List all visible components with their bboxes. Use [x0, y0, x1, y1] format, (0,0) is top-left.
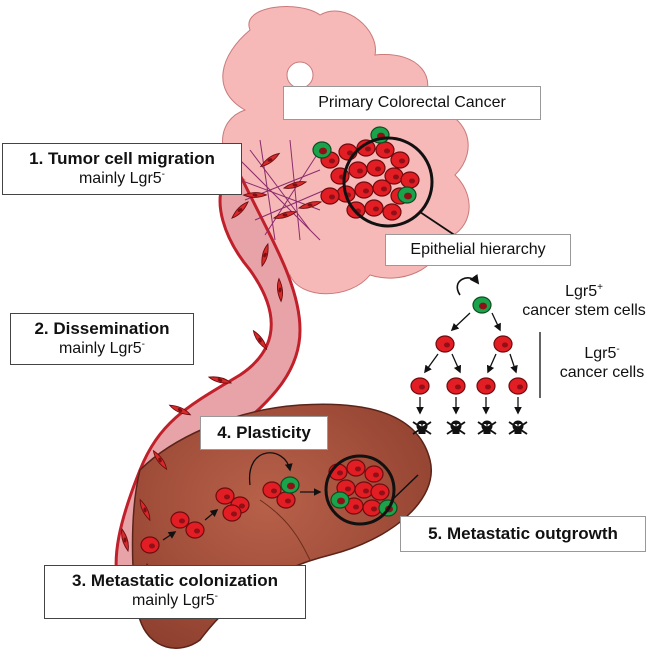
cancer-line1: Lgr5 — [584, 345, 617, 362]
cancer-line2: cancer cells — [559, 364, 645, 381]
step3-title: 3. Metastatic colonization — [72, 571, 278, 590]
primary-zoom-circle — [342, 136, 434, 228]
step4-box: 4. Plasticity — [200, 416, 328, 450]
liver-vein — [259, 499, 311, 561]
hierarchy-box: Epithelial hierarchy — [385, 234, 571, 266]
step4-title: 4. Plasticity — [217, 423, 311, 442]
step3-box: 3. Metastatic colonization mainly Lgr5- — [44, 565, 306, 619]
hierarchy-tree — [410, 273, 541, 435]
step3-sup: - — [214, 591, 219, 602]
primary-cancer-label: Primary Colorectal Cancer — [283, 86, 541, 120]
outgrowth-connector — [391, 474, 419, 501]
self-renewal-arrow-icon — [456, 273, 480, 296]
primary-cancer-text: Primary Colorectal Cancer — [318, 94, 506, 111]
step1-sub: mainly Lgr5 — [78, 170, 162, 187]
step5-box: 5. Metastatic outgrowth — [400, 516, 646, 552]
stem-line2: cancer stem cells — [522, 302, 646, 319]
step1-title: 1. Tumor cell migration — [29, 149, 215, 168]
step2-box: 2. Dissemination mainly Lgr5- — [10, 313, 194, 365]
cancer-cells-label: Lgr5- cancer cells — [544, 344, 660, 382]
step2-sup: - — [141, 339, 146, 350]
step5-title: 5. Metastatic outgrowth — [428, 524, 618, 543]
stem-sup: + — [597, 282, 603, 293]
stem-line1: Lgr5 — [565, 283, 598, 300]
skull-icon — [477, 419, 497, 435]
hierarchy-text: Epithelial hierarchy — [410, 241, 546, 258]
colonization-arrows — [162, 452, 322, 541]
skull-icon — [412, 419, 432, 435]
step3-sub: mainly Lgr5 — [131, 592, 215, 609]
step2-title: 2. Dissemination — [34, 319, 170, 338]
outgrowth-zoom-circle — [324, 454, 396, 526]
tissue-hole — [286, 61, 314, 89]
step2-sub: mainly Lgr5 — [58, 340, 142, 357]
cancer-sup: - — [616, 344, 620, 355]
stem-cells-label: Lgr5+ cancer stem cells — [506, 282, 662, 320]
step1-sup: - — [161, 169, 166, 180]
skull-icon — [446, 419, 466, 435]
skull-icon — [508, 419, 528, 435]
step1-box: 1. Tumor cell migration mainly Lgr5- — [2, 143, 242, 195]
